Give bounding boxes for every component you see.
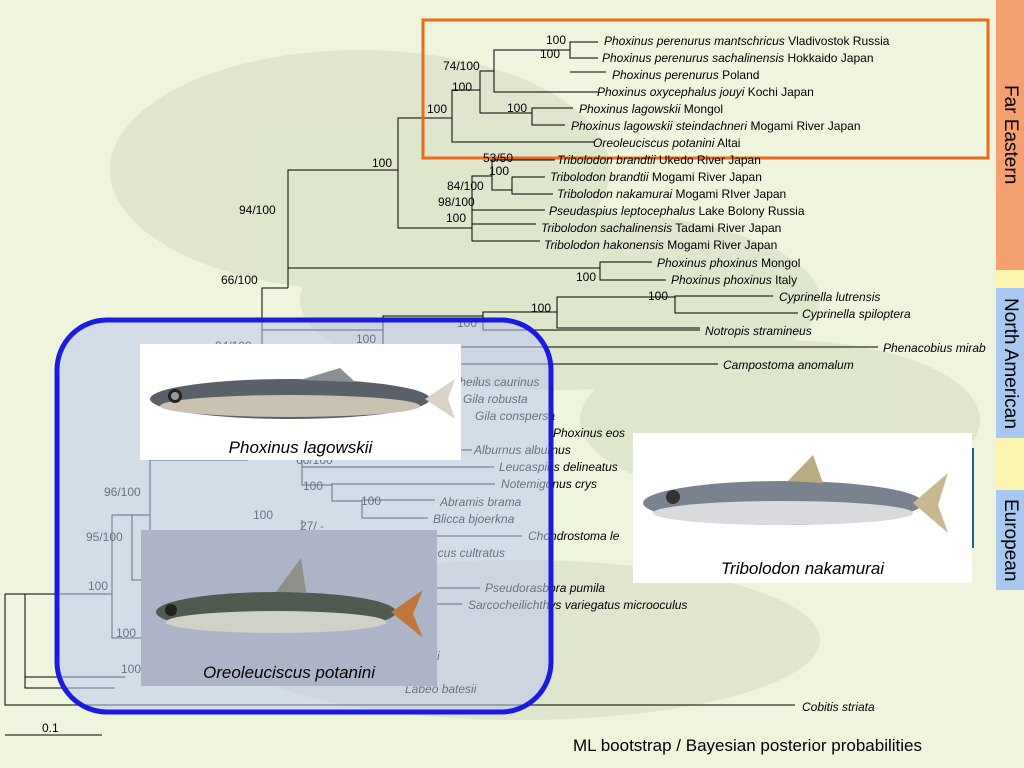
taxon-species: Tribolodon hakonensis [544,238,664,252]
taxon-species: Cyprinella spiloptera [802,307,911,321]
support-value: 100 [452,80,472,94]
taxon-locality: Poland [719,68,760,82]
photo-caption: Phoxinus lagowskii [228,438,373,457]
support-value: 100 [540,47,560,61]
region-north-american: North American [996,288,1024,438]
region-label: North American [1000,297,1021,429]
photo-tribolodon-nakamurai: Tribolodon nakamurai [633,433,972,583]
support-value: 100 [576,270,596,284]
taxon-label: Phoxinus oxycephalus jouyi Kochi Japan [597,85,814,99]
fish-image [643,455,948,533]
taxon-label: Tribolodon hakonensis Mogami River Japan [544,238,777,252]
taxon-label: Phenacobius mirab [883,341,986,355]
taxon-species: Phoxinus phoxinus [657,256,758,270]
taxon-species: Tribolodon brandtii [550,170,649,184]
support-value: 84/100 [447,179,484,193]
taxon-species: Phoxinus perenurus mantschricus [604,34,785,48]
taxon-locality: Mogami RIver Japan [672,187,786,201]
taxon-species: Notropis stramineus [705,324,812,338]
region-label: Far Eastern [1000,85,1021,185]
taxon-species: Phoxinus perenurus [612,68,719,82]
support-value: 100 [372,156,392,170]
taxon-label: Tribolodon nakamurai Mogami RIver Japan [557,187,786,201]
fish-image [156,558,423,638]
region-separator [996,438,1024,490]
region-label: European [1000,498,1021,582]
taxon-locality: Mongol [758,256,801,270]
taxon-species: Phoxinus eos [553,426,625,440]
fish-image [150,368,455,419]
photo-caption: Tribolodon nakamurai [720,559,885,578]
photo-oreoleuciscus-potanini: Oreoleuciscus potanini [141,530,437,686]
taxon-locality: Mongol [680,102,723,116]
taxon-locality: Ukedo River Japan [656,153,761,167]
taxon-label: Cyprinella lutrensis [779,290,880,304]
taxon-locality: Lake Bolony Russia [695,204,805,218]
taxon-locality: Hokkaido Japan [784,51,873,65]
taxon-species: Tribolodon nakamurai [557,187,673,201]
taxon-locality: Italy [772,273,797,287]
taxon-locality: Kochi Japan [744,85,813,99]
taxon-species: Phoxinus phoxinus [671,273,772,287]
legend: ML bootstrap / Bayesian posterior probab… [573,736,922,755]
scale-bar-label: 0.1 [42,721,59,735]
taxon-label: Phoxinus perenurus sachalinensis Hokkaid… [602,51,874,65]
taxon-locality: Mogami River Japan [747,119,860,133]
taxon-species: Pseudaspius leptocephalus [549,204,695,218]
taxon-label: Phoxinus perenurus mantschricus Vladivos… [604,34,890,48]
taxon-locality: Mogami River Japan [664,238,777,252]
photo-caption: Oreoleuciscus potanini [203,663,375,682]
taxon-label: Phoxinus phoxinus Mongol [657,256,800,270]
support-value: 100 [446,211,466,225]
taxon-label: Pseudaspius leptocephalus Lake Bolony Ru… [549,204,805,218]
taxon-species: Cyprinella lutrensis [779,290,880,304]
support-value: 100 [489,164,509,178]
taxon-label: Phoxinus perenurus Poland [612,68,759,82]
taxon-locality: Vladivostok Russia [785,34,890,48]
taxon-species: Tribolodon sachalinensis [541,221,672,235]
taxon-label: Tribolodon brandtii Mogami River Japan [550,170,762,184]
taxon-species: Phenacobius mirab [883,341,986,355]
support-value: 100 [427,102,447,116]
taxon-label: Notropis stramineus [705,324,812,338]
support-value: 98/100 [438,195,475,209]
taxon-label: Phoxinus lagowskii Mongol [579,102,723,116]
taxon-locality: Mogami River Japan [649,170,762,184]
taxon-label: Tribolodon sachalinensis Tadami River Ja… [541,221,781,235]
region-separator [996,270,1024,288]
region-european: European [996,490,1024,590]
support-value: 94/100 [239,203,276,217]
european-bracket [970,448,974,548]
taxon-species: Phoxinus lagowskii [579,102,681,116]
taxon-species: Phoxinus oxycephalus jouyi [597,85,745,99]
photo-phoxinus-lagowskii: Phoxinus lagowskii [140,344,461,460]
taxon-locality: Tadami River Japan [672,221,781,235]
taxon-label: Phoxinus phoxinus Italy [671,273,797,287]
taxon-label: Oreoleuciscus potanini Altai [593,136,740,150]
support-value: 53/50 [483,151,513,165]
taxon-species: Campostoma anomalum [723,358,854,372]
taxon-species: Cobitis striata [802,700,875,714]
taxon-label: Cyprinella spiloptera [802,307,911,321]
taxon-species: Tribolodon brandtii [557,153,656,167]
taxon-label: Campostoma anomalum [723,358,854,372]
taxon-label: Cobitis striata [802,700,875,714]
region-far-eastern: Far Eastern [996,0,1024,270]
support-value: 100 [531,301,551,315]
taxon-label: Phoxinus eos [553,426,625,440]
support-value: 66/100 [221,273,258,287]
taxon-label: Tribolodon brandtii Ukedo River Japan [557,153,761,167]
taxon-species: Phoxinus lagowskii steindachneri [571,119,747,133]
support-value: 100 [546,33,566,47]
taxon-species: Oreoleuciscus potanini [593,136,715,150]
far-eastern-highlight-box [421,18,990,160]
support-value: 100 [648,289,668,303]
support-value: 74/100 [443,59,480,73]
taxon-locality: Altai [714,136,740,150]
taxon-species: Phoxinus perenurus sachalinensis [602,51,784,65]
support-value: 100 [507,101,527,115]
taxon-label: Phoxinus lagowskii steindachneri Mogami … [571,119,861,133]
